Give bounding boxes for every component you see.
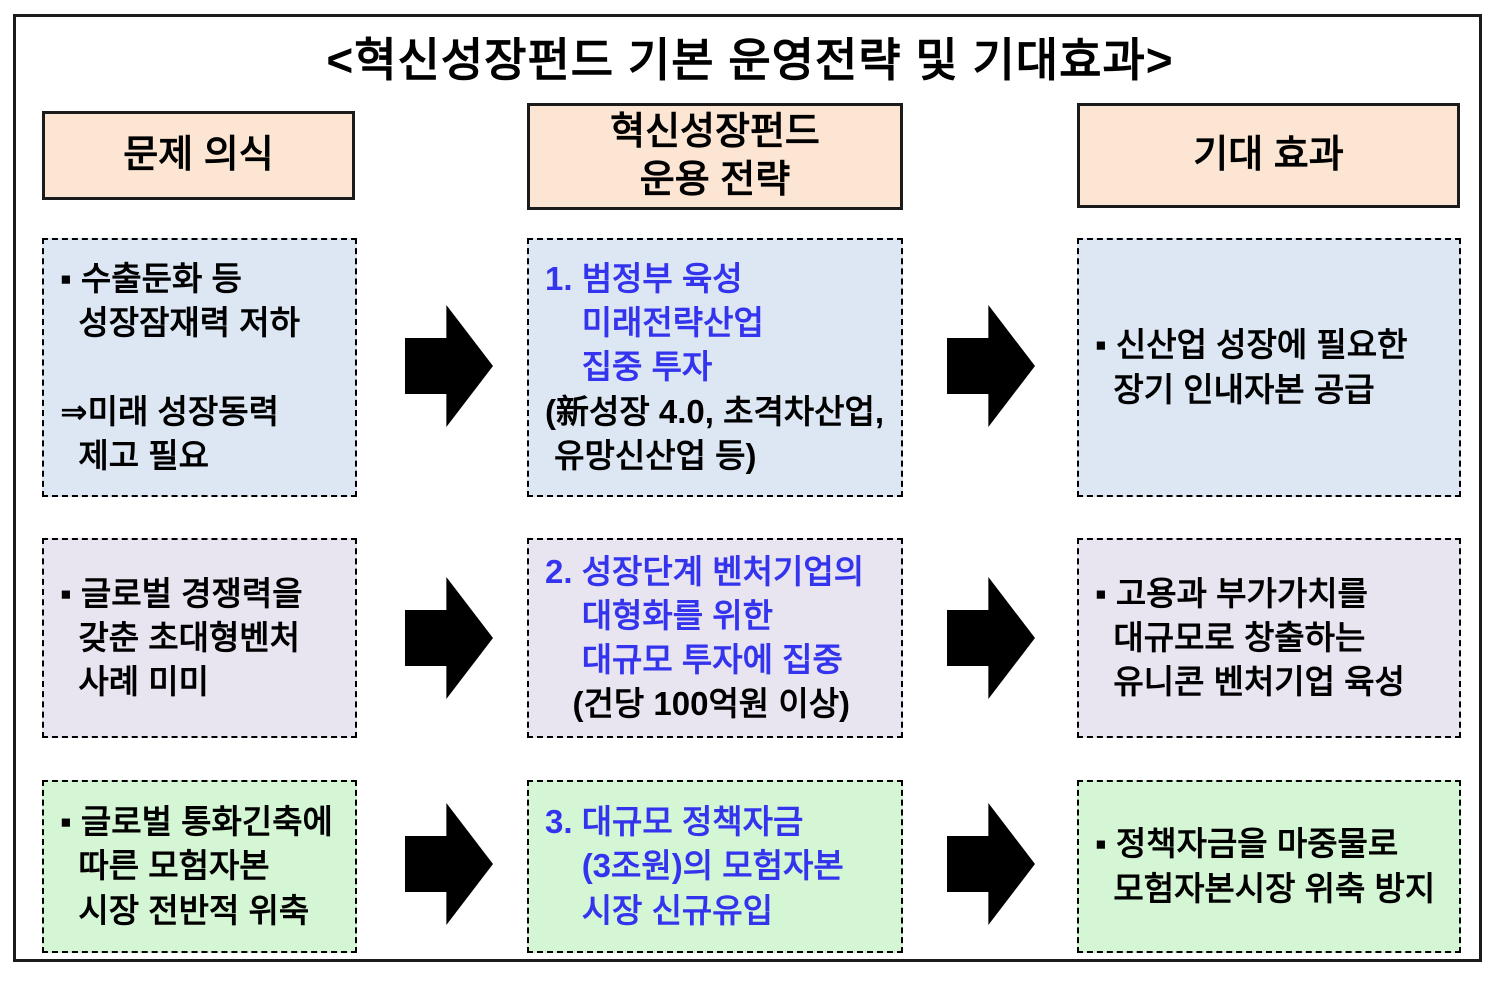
box-effect-2-text: ▪ 고용과 부가가치를 대규모로 창출하는 유니콘 벤처기업 육성 [1095, 574, 1405, 701]
box-problem-2: ▪ 글로벌 경쟁력을 갖춘 초대형벤처 사례 미미 [42, 538, 357, 738]
box-strategy-2-main: 2. 성장단계 벤처기업의 대형화를 위한 대규모 투자에 집중 [545, 552, 865, 678]
diagram-title: <혁신성장펀드 기본 운영전략 및 기대효과> [326, 34, 1174, 86]
box-effect-2: ▪ 고용과 부가가치를 대규모로 창출하는 유니콘 벤처기업 육성 [1077, 538, 1461, 738]
box-strategy-1: 1. 범정부 육성 미래전략산업 집중 투자 (新성장 4.0, 초격차산업, … [527, 238, 903, 497]
box-effect-1-text: ▪ 신산업 성장에 필요한 장기 인내자본 공급 [1095, 326, 1408, 408]
box-problem-1-text: ▪ 수출둔화 등 성장잠재력 저하 ⇒미래 성장동력 제고 필요 [60, 259, 301, 474]
box-problem-2-text: ▪ 글로벌 경쟁력을 갖춘 초대형벤처 사례 미미 [60, 574, 303, 701]
header-effect: 기대 효과 [1077, 103, 1460, 208]
box-problem-3-text: ▪ 글로벌 통화긴축에 따른 모험자본 시장 전반적 위축 [60, 803, 333, 929]
box-strategy-1-main: 1. 범정부 육성 미래전략산업 집중 투자 [545, 259, 764, 386]
box-problem-3: ▪ 글로벌 통화긴축에 따른 모험자본 시장 전반적 위축 [42, 780, 357, 953]
header-strategy: 혁신성장펀드 운용 전략 [527, 103, 903, 210]
box-strategy-2: 2. 성장단계 벤처기업의 대형화를 위한 대규모 투자에 집중 (건당 100… [527, 538, 903, 738]
box-strategy-1-note: (新성장 4.0, 초격차산업, 유망신산업 등) [545, 392, 885, 474]
box-effect-3-text: ▪ 정책자금을 마중물로 모험자본시장 위축 방지 [1095, 825, 1436, 907]
box-problem-1: ▪ 수출둔화 등 성장잠재력 저하 ⇒미래 성장동력 제고 필요 [42, 238, 357, 497]
box-effect-3: ▪ 정책자금을 마중물로 모험자본시장 위축 방지 [1077, 780, 1461, 953]
box-strategy-2-note: (건당 100억원 이상) [545, 685, 851, 723]
box-effect-1: ▪ 신산업 성장에 필요한 장기 인내자본 공급 [1077, 238, 1461, 497]
box-strategy-3: 3. 대규모 정책자금 (3조원)의 모험자본 시장 신규유입 [527, 780, 903, 953]
header-problem: 문제 의식 [42, 111, 355, 200]
box-strategy-3-main: 3. 대규모 정책자금 (3조원)의 모험자본 시장 신규유입 [545, 803, 844, 929]
